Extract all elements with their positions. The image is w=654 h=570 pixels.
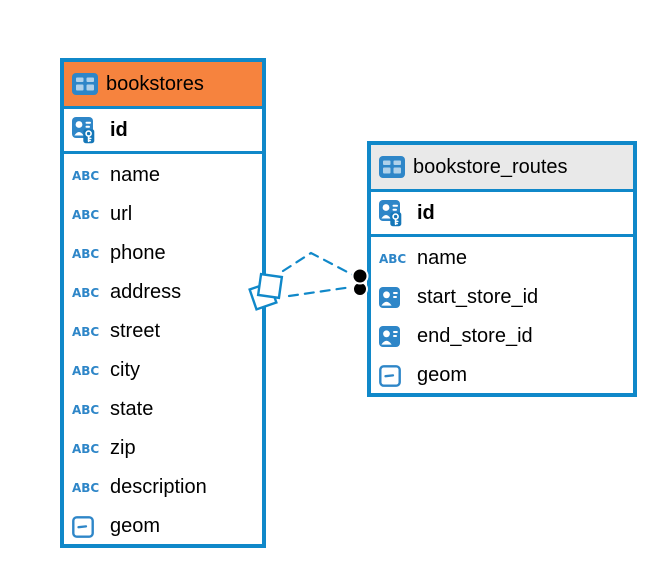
column-row[interactable]: ABC phone xyxy=(64,234,262,273)
table-title: bookstores xyxy=(106,72,204,95)
geometry-icon xyxy=(72,515,102,538)
column-row[interactable]: geom xyxy=(64,507,262,546)
column-name: name xyxy=(110,164,161,186)
column-name: description xyxy=(110,476,207,498)
text-abc-icon: ABC xyxy=(72,207,100,222)
table-header[interactable]: bookstores xyxy=(64,62,262,109)
geometry-icon xyxy=(379,364,409,387)
relationship-target-handle-dots[interactable] xyxy=(351,267,369,297)
text-abc-icon: ABC xyxy=(72,324,100,339)
column-name: phone xyxy=(110,242,166,264)
table-header[interactable]: bookstore_routes xyxy=(371,145,633,192)
table-title: bookstore_routes xyxy=(413,155,568,178)
column-name: name xyxy=(417,247,468,269)
relationship-line-upper[interactable] xyxy=(281,251,355,277)
column-row[interactable]: ABC street xyxy=(64,312,262,351)
text-abc-icon: ABC xyxy=(72,441,100,456)
column-name: zip xyxy=(110,437,136,459)
primary-key-icon xyxy=(72,116,102,144)
column-name: state xyxy=(110,398,154,420)
primary-key-row[interactable]: id xyxy=(64,109,262,154)
entity-table-bookstore-routes[interactable]: bookstore_routes id ABC xyxy=(367,141,637,397)
text-abc-icon: ABC xyxy=(72,363,100,378)
column-row[interactable]: ABC url xyxy=(64,195,262,234)
table-icon xyxy=(379,156,405,178)
column-name: id xyxy=(110,118,128,141)
primary-key-icon xyxy=(379,199,409,227)
text-abc-icon: ABC xyxy=(72,402,100,417)
primary-key-row[interactable]: id xyxy=(371,192,633,237)
columns-list: ABC name start_store_id end_store_id geo… xyxy=(371,237,633,395)
column-name: end_store_id xyxy=(417,325,533,347)
relationship-line-lower[interactable] xyxy=(287,285,354,298)
column-row[interactable]: end_store_id xyxy=(371,317,633,356)
text-abc-icon: ABC xyxy=(72,246,100,261)
column-row[interactable]: ABC address xyxy=(64,273,262,312)
text-abc-icon: ABC xyxy=(72,168,100,183)
foreign-key-icon xyxy=(379,326,409,347)
columns-list: ABC name ABC url ABC phone ABC address A… xyxy=(64,154,262,546)
text-abc-icon: ABC xyxy=(379,251,407,266)
text-abc-icon: ABC xyxy=(72,480,100,495)
column-name: street xyxy=(110,320,161,342)
text-abc-icon: ABC xyxy=(72,285,100,300)
column-row[interactable]: ABC zip xyxy=(64,429,262,468)
column-name: geom xyxy=(110,515,161,537)
column-row[interactable]: ABC state xyxy=(64,390,262,429)
column-name: geom xyxy=(417,364,468,386)
column-row[interactable]: geom xyxy=(371,356,633,395)
column-row[interactable]: ABC city xyxy=(64,351,262,390)
column-name: id xyxy=(417,201,435,224)
column-name: city xyxy=(110,359,140,381)
entity-table-bookstores[interactable]: bookstores id ABC nam xyxy=(60,58,266,548)
column-name: start_store_id xyxy=(417,286,539,308)
column-name: url xyxy=(110,203,133,225)
table-icon xyxy=(72,73,98,95)
column-row[interactable]: start_store_id xyxy=(371,278,633,317)
column-row[interactable]: ABC name xyxy=(371,239,633,278)
column-row[interactable]: ABC description xyxy=(64,468,262,507)
column-name: address xyxy=(110,281,182,303)
column-row[interactable]: ABC name xyxy=(64,156,262,195)
foreign-key-icon xyxy=(379,287,409,308)
